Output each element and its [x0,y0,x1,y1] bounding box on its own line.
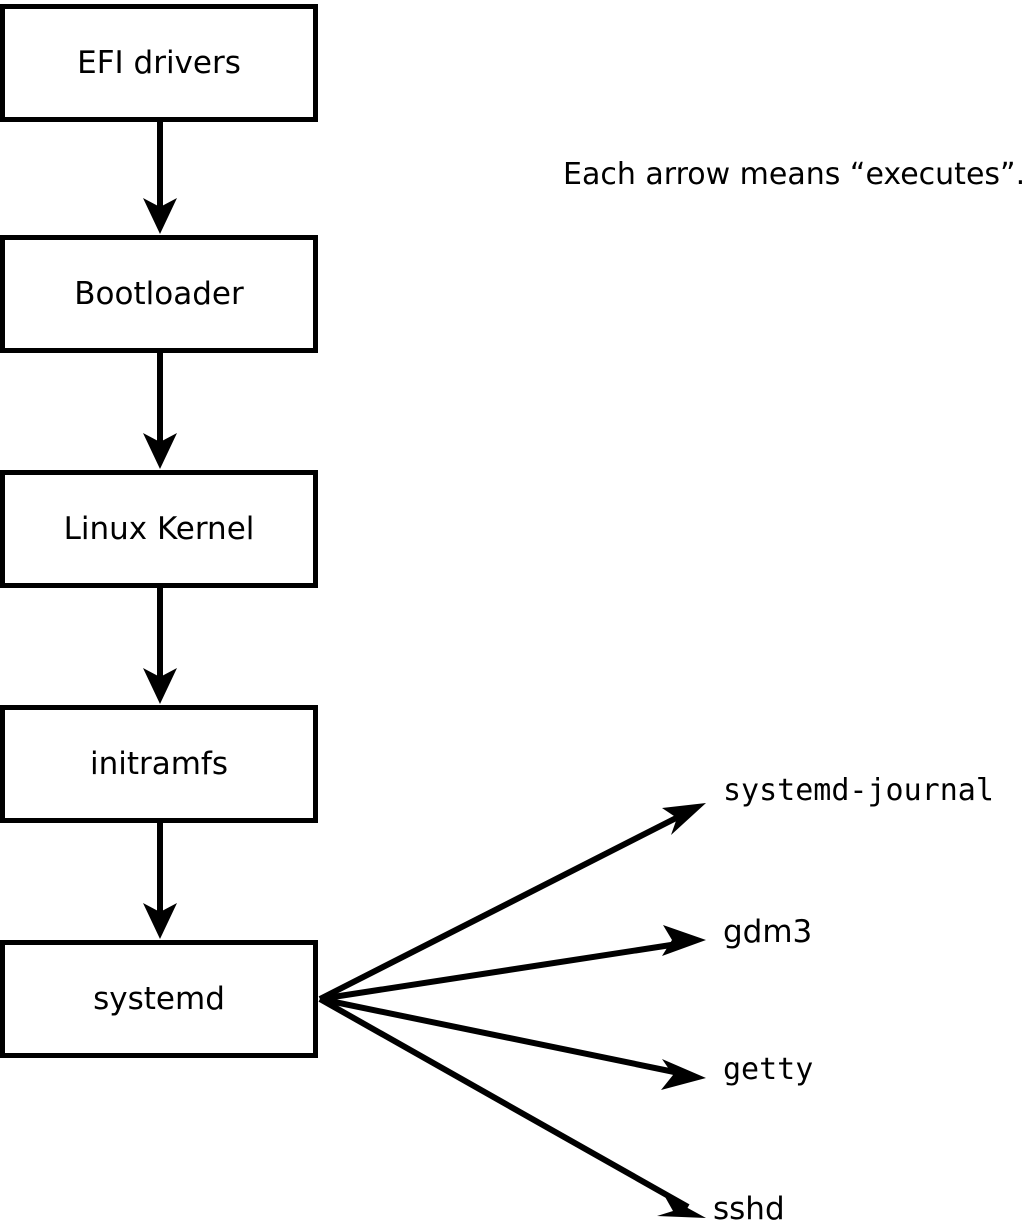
node-systemd[interactable]: systemd [0,940,318,1058]
node-initramfs[interactable]: initramfs [0,705,318,823]
vertical-arrow-bootloader-to-kernel [143,353,177,469]
vertical-arrow-kernel-to-initramfs [143,588,177,704]
node-label-bootloader: Bootloader [74,275,244,312]
node-bootloader[interactable]: Bootloader [0,235,318,353]
vertical-arrow-initramfs-to-systemd [143,823,177,939]
service-label-getty[interactable]: getty [723,1052,814,1087]
service-label-gdm3[interactable]: gdm3 [723,914,813,950]
node-efi-drivers[interactable]: EFI drivers [0,4,318,122]
service-label-systemd-journal[interactable]: systemd-journal [723,773,994,808]
legend-note: Each arrow means “executes”. [563,157,1023,192]
node-linux-kernel[interactable]: Linux Kernel [0,470,318,588]
fan-arrow-systemd-journal [318,803,706,1002]
service-label-sshd[interactable]: sshd [713,1191,785,1227]
node-label-systemd: systemd [93,980,225,1017]
fan-arrow-gdm3 [319,925,706,1002]
node-label-initramfs: initramfs [89,745,229,782]
node-label-efi-drivers: EFI drivers [77,44,241,81]
node-label-linux-kernel: Linux Kernel [63,510,255,547]
vertical-arrow-efi-to-bootloader [143,122,177,234]
fan-arrow-sshd [318,996,706,1218]
fan-arrow-getty [319,996,706,1090]
